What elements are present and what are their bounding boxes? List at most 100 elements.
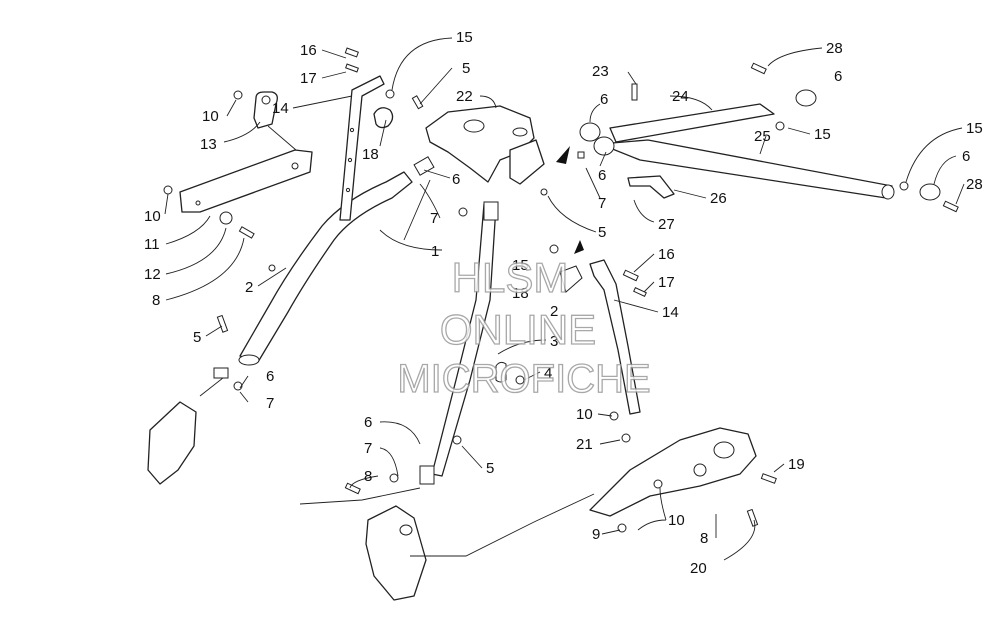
callout-18-center: 18 xyxy=(512,285,529,302)
tube-clamp xyxy=(419,465,435,485)
callout-6-left: 6 xyxy=(266,368,274,385)
upper-clamp-13 xyxy=(253,91,278,129)
callout-13: 13 xyxy=(200,136,217,153)
guide-line xyxy=(299,487,595,557)
callout-leaders xyxy=(164,37,965,561)
callout-10-left: 10 xyxy=(144,208,161,225)
callout-16-upper: 16 xyxy=(300,42,317,59)
callout-7-center: 7 xyxy=(430,210,438,227)
callout-16-right: 16 xyxy=(658,246,675,263)
center-mount-plate xyxy=(509,139,545,185)
callout-25: 25 xyxy=(754,128,771,145)
mount-hole xyxy=(463,119,485,133)
callout-10-right: 10 xyxy=(576,406,593,423)
callout-24: 24 xyxy=(672,88,689,105)
callout-18-upper: 18 xyxy=(362,146,379,163)
callout-26: 26 xyxy=(710,190,727,207)
bracket-hole xyxy=(347,157,353,163)
callout-15-upper: 15 xyxy=(456,29,473,46)
side-bracket-14-right xyxy=(589,259,641,415)
callout-10-lower: 10 xyxy=(668,512,685,529)
upper-tube-25 xyxy=(599,139,893,199)
guide-line xyxy=(403,179,431,241)
clamp-hole xyxy=(261,95,271,105)
callout-8-left: 8 xyxy=(152,292,160,309)
bracket-hole xyxy=(693,463,707,477)
callout-27: 27 xyxy=(658,216,675,233)
callout-28-upper: 28 xyxy=(826,40,843,57)
callout-2-center: 2 xyxy=(550,303,558,320)
leader-line xyxy=(267,125,297,151)
bracket-hole xyxy=(345,187,351,193)
callout-7-mid: 7 xyxy=(598,195,606,212)
callout-8-right: 8 xyxy=(700,530,708,547)
callout-5-mid: 5 xyxy=(598,224,606,241)
callout-7-left: 7 xyxy=(266,395,274,412)
bushing-6 xyxy=(593,136,615,156)
upper-tube-24 xyxy=(609,103,775,143)
bracket-hole xyxy=(713,441,735,459)
callout-20: 20 xyxy=(690,560,707,577)
callout-6-center: 6 xyxy=(452,171,460,188)
watermark-line-1: HLSM xyxy=(452,254,569,301)
callout-28-right: 28 xyxy=(966,176,983,193)
bracket-hole xyxy=(349,127,355,133)
lower-left-mount xyxy=(147,401,197,485)
callout-17-right: 17 xyxy=(658,274,675,291)
callout-12: 12 xyxy=(144,266,161,283)
left-front-tube xyxy=(239,171,413,363)
bushing-6 xyxy=(919,183,941,201)
tube-end xyxy=(238,354,260,366)
bracket-hole xyxy=(195,200,201,206)
callout-10-upper: 10 xyxy=(202,108,219,125)
callout-2-left: 2 xyxy=(245,279,253,296)
callout-8-lower: 8 xyxy=(364,468,372,485)
callout-22: 22 xyxy=(456,88,473,105)
callout-6-top: 6 xyxy=(600,91,608,108)
callout-15-center: 15 xyxy=(512,257,529,274)
callout-9: 9 xyxy=(592,526,600,543)
callout-15-mid: 15 xyxy=(814,126,831,143)
mount-hole xyxy=(399,524,413,536)
callout-21: 21 xyxy=(576,436,593,453)
callout-5-left: 5 xyxy=(193,329,201,346)
callout-5-lower: 5 xyxy=(486,460,494,477)
callout-11: 11 xyxy=(144,236,160,253)
watermark-line-3: MICROFICHE xyxy=(397,357,650,401)
callout-1: 1 xyxy=(431,243,439,260)
arrow-marker xyxy=(556,146,570,164)
callout-6-right: 6 xyxy=(962,148,970,165)
callout-14-upper: 14 xyxy=(272,100,289,117)
clip-26 xyxy=(627,175,675,199)
tube-end xyxy=(881,184,895,200)
callout-4: 4 xyxy=(544,365,552,382)
bushing-6 xyxy=(579,122,601,142)
callout-15-right: 15 xyxy=(966,120,983,137)
lower-center-mount xyxy=(365,505,427,601)
callout-17-upper: 17 xyxy=(300,70,317,87)
bracket-hole xyxy=(291,162,299,170)
callout-6-lower: 6 xyxy=(364,414,372,431)
mount-hole xyxy=(512,127,528,137)
side-bracket-14-left xyxy=(339,75,385,221)
callout-7-lower: 7 xyxy=(364,440,372,457)
center-vertical-tube xyxy=(431,203,497,477)
watermark: HLSM ONLINE MICROFICHE xyxy=(397,253,652,401)
fasteners xyxy=(163,47,959,533)
clamp-18 xyxy=(373,107,394,129)
arrow-marker xyxy=(574,240,584,254)
left-support-bracket xyxy=(179,149,313,213)
parts-illustration xyxy=(147,47,959,601)
callout-6-right-top: 6 xyxy=(834,68,842,85)
callout-labels: 16 15 17 5 10 14 22 13 18 6 10 7 11 1 12… xyxy=(144,29,983,577)
watermark-line-2: ONLINE xyxy=(440,306,596,353)
callout-6-mid: 6 xyxy=(598,167,606,184)
tube-clamp xyxy=(483,201,499,221)
callout-5-upper: 5 xyxy=(462,60,470,77)
callout-3: 3 xyxy=(550,333,558,350)
callout-14-right: 14 xyxy=(662,304,679,321)
callout-19: 19 xyxy=(788,456,805,473)
bushing-6 xyxy=(795,89,817,107)
callout-23: 23 xyxy=(592,63,609,80)
